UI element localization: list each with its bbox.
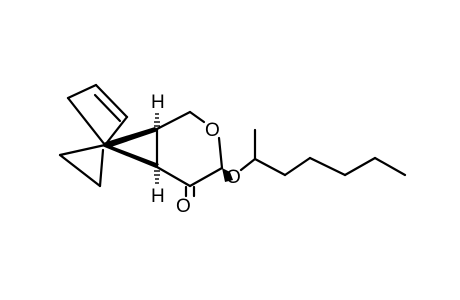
bond-chain-2 [283, 156, 312, 177]
atom-h-bottom: H [151, 186, 165, 207]
bond-carbonyl-c8a [155, 165, 192, 188]
bond-ether-o-ch [239, 157, 257, 172]
atom-carbonyl-oxygen: O [176, 196, 191, 217]
bond-alkene-outer [94, 83, 129, 119]
bond-chain-1 [253, 157, 287, 177]
bond-chain-5 [373, 156, 407, 177]
atom-ring-oxygen: O [205, 120, 220, 141]
bond-c4a-ch2 [155, 110, 192, 131]
hashed-bond-top-h [154, 113, 160, 127]
bold-bridge-upper [103, 127, 158, 148]
bond-ring-o-c3 [217, 136, 224, 170]
bond-bridgehead-left [58, 143, 107, 157]
bond-chain-3 [308, 156, 347, 177]
bond-ch2-ring-o [188, 110, 206, 124]
bond-chain-4 [343, 156, 377, 177]
atom-h-top: H [151, 92, 165, 113]
bond-alkene-junction [103, 115, 129, 147]
bond-bridge-ch2-bridgehead-top [66, 96, 107, 147]
bond-left-lower-bridge [58, 153, 102, 188]
hashed-bond-bottom-h [154, 170, 160, 184]
atom-ether-oxygen: O [226, 167, 241, 188]
bond-c3-carbonyl [188, 166, 224, 188]
wedge-c3-ether-o [222, 168, 233, 182]
bond-lower-bridge-bridgehead [98, 148, 105, 188]
bond-alkene-inner [93, 93, 122, 123]
bond-bridge-ch2-alkene [66, 83, 98, 100]
bold-bridge-lower [102, 144, 159, 168]
